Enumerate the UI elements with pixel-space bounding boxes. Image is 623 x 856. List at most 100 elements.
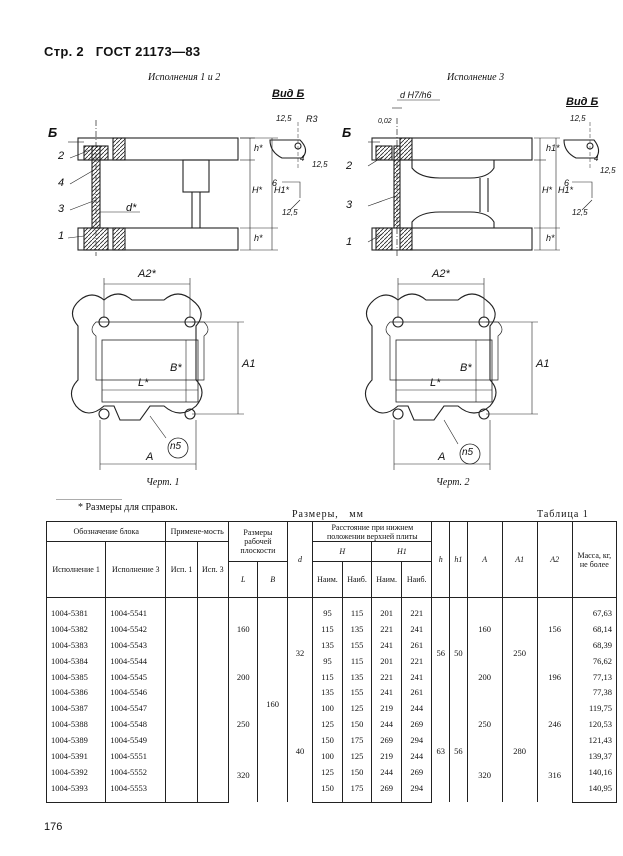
- label-4-left: 4: [58, 177, 65, 189]
- table-cell: 320: [466, 748, 503, 803]
- th-H-max: Наиб.: [341, 561, 373, 598]
- table-cell: 269: [371, 779, 402, 803]
- th-B: B: [257, 561, 288, 598]
- caption-right: Черт. 2: [436, 477, 470, 488]
- th-app3: Исп. 3: [196, 541, 229, 598]
- table-cell: [165, 636, 198, 653]
- table-cell: 219: [371, 700, 402, 717]
- table-cell: 1004-5551: [105, 748, 167, 764]
- table-cell: 120,53: [571, 716, 618, 733]
- table-cell: 244: [400, 700, 433, 717]
- th-H1-max: Наиб.: [400, 561, 433, 598]
- table-cell: 1004-5381: [45, 597, 107, 621]
- table-cell: 1004-5545: [105, 668, 167, 685]
- table-cell: 115: [341, 652, 373, 669]
- table-cell: 1004-5387: [45, 700, 107, 717]
- th-d: d: [286, 521, 314, 598]
- table-cell: 139,37: [571, 748, 618, 764]
- table-cell: 119,75: [571, 700, 618, 717]
- table-cell: 241: [371, 684, 402, 701]
- table-cell: 221: [400, 652, 433, 669]
- table-cell: 1004-5546: [105, 684, 167, 701]
- table-cell: 160: [466, 597, 503, 653]
- th-h: h: [431, 521, 451, 598]
- table-cell: 1004-5543: [105, 636, 167, 653]
- right-view-b-detail: [563, 122, 600, 211]
- table-cell: 135: [341, 620, 373, 637]
- table-cell: 221: [400, 597, 433, 621]
- th-exec1: Исполнение 1: [45, 541, 107, 598]
- table-cell: [165, 620, 198, 637]
- label-3-right: 3: [346, 199, 353, 211]
- table-cell: 150: [341, 716, 373, 733]
- table-cell: 1004-5544: [105, 652, 167, 669]
- label-2-right: 2: [346, 160, 353, 172]
- table-cell: [165, 684, 198, 701]
- table-cell: [165, 700, 198, 717]
- table-cell: 77,13: [571, 668, 618, 685]
- label-B-right: B*: [460, 362, 472, 374]
- table-cell: 150: [312, 732, 343, 749]
- label-6-right: 6: [564, 178, 570, 188]
- table-cell: 100: [312, 700, 343, 717]
- th-H-min: Наим.: [312, 561, 343, 598]
- table-cell: 269: [400, 763, 433, 780]
- table-cell: 125: [312, 716, 343, 733]
- th-L: L: [227, 561, 259, 598]
- label-4-detail-left: 4: [300, 154, 305, 163]
- table-cell: 150: [312, 779, 343, 803]
- table-cell: 1004-5393: [45, 779, 107, 803]
- table-cell: [196, 732, 229, 749]
- page-label: Стр. 2: [44, 44, 84, 59]
- table-cell: 63: [431, 700, 451, 803]
- table-cell: 50: [449, 597, 468, 701]
- table-cell: 1004-5391: [45, 748, 107, 764]
- label-r3-left: R3: [306, 114, 318, 124]
- standard-number: ГОСТ 21173—83: [95, 44, 201, 59]
- th-app1: Исп. 1: [165, 541, 198, 598]
- table-cell: 160: [257, 597, 288, 803]
- table-cell: 140,95: [571, 779, 618, 803]
- label-n5-left: n5: [170, 441, 182, 452]
- table-title: Размеры, мм: [292, 509, 364, 520]
- table-cell: 320: [227, 748, 259, 803]
- table-cell: 95: [312, 597, 343, 621]
- table-cell: 100: [312, 748, 343, 764]
- table-cell: 1004-5553: [105, 779, 167, 803]
- footnote: * Размеры для справок.: [78, 502, 178, 513]
- th-exec3: Исполнение 3: [105, 541, 167, 598]
- table-cell: 250: [466, 700, 503, 749]
- table-cell: [196, 597, 229, 621]
- label-d-left: d*: [126, 202, 137, 214]
- right-elevation: [367, 99, 560, 256]
- table-cell: [196, 779, 229, 803]
- label-125c-right: 12,5: [572, 208, 588, 217]
- label-125a-right: 12,5: [570, 114, 586, 123]
- table-cell: 140,16: [571, 763, 618, 780]
- table-cell: [165, 668, 198, 685]
- label-h-right: h*: [546, 233, 555, 243]
- table-cell: 160: [227, 597, 259, 653]
- table-cell: [165, 748, 198, 764]
- table-cell: 135: [312, 684, 343, 701]
- label-1-left: 1: [58, 230, 65, 242]
- table-cell: 121,43: [571, 732, 618, 749]
- table-cell: 125: [341, 748, 373, 764]
- label-h-bottom-left: h*: [254, 233, 263, 243]
- table-cell: 261: [400, 636, 433, 653]
- label-H1-left: H1*: [274, 185, 290, 195]
- drawing-left-title: Исполнения 1 и 2: [148, 72, 221, 83]
- table-cell: 125: [341, 700, 373, 717]
- technical-drawing: [56, 99, 600, 500]
- label-b-left: Б: [48, 125, 58, 140]
- label-A-right: A: [438, 451, 446, 463]
- table-cell: 1004-5383: [45, 636, 107, 653]
- label-h-top-left: h*: [254, 143, 263, 153]
- table-cell: [165, 716, 198, 733]
